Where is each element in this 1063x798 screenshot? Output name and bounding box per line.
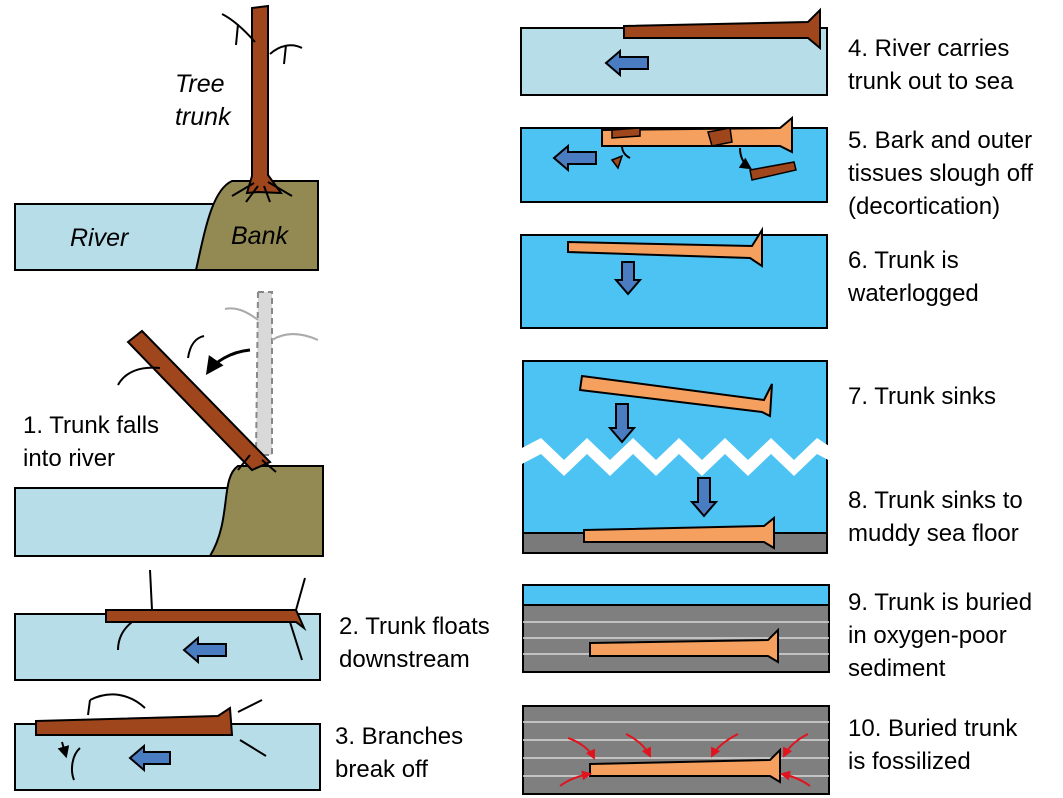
step-7-caption: 7. Trunk sinks — [848, 380, 996, 413]
panel-buried — [522, 584, 830, 673]
wave-break — [518, 438, 832, 476]
settled-trunk — [583, 515, 775, 550]
river-water — [14, 613, 321, 681]
tree-label-line: trunk — [175, 103, 231, 131]
river-water — [520, 27, 828, 96]
panel-fossilized — [522, 705, 830, 795]
caption-line: 1. Trunk falls — [23, 412, 160, 439]
sediment-layers — [523, 721, 829, 777]
caption-line: 10. Buried trunk — [848, 715, 1018, 742]
caption-line: in oxygen-poor — [848, 622, 1007, 649]
panel-waterlogged — [520, 226, 828, 329]
caption-line: (decortication) — [848, 193, 1001, 220]
caption-line: muddy sea floor — [848, 520, 1019, 547]
step-5-caption: 5. Bark and outer tissues slough off (de… — [848, 124, 1033, 223]
flow-arrow — [552, 143, 597, 173]
tree-trunk-label: Tree trunk — [175, 68, 231, 134]
caption-line: break off — [335, 756, 428, 783]
caption-line: 9. Trunk is buried — [848, 589, 1033, 616]
caption-line: tissues slough off — [848, 160, 1034, 187]
sea-water — [522, 584, 830, 606]
caption-line: into river — [23, 445, 116, 472]
sink-arrow-1 — [607, 403, 637, 444]
panel-decortication — [520, 115, 828, 203]
trunk — [623, 7, 821, 51]
caption-line: trunk out to sea — [848, 68, 1014, 95]
river-bank — [194, 180, 319, 271]
step-6-caption: 6. Trunk is waterlogged — [848, 244, 979, 310]
sinking-trunk — [578, 374, 773, 418]
standing-trunk — [245, 4, 284, 195]
caption-line: 6. Trunk is — [848, 247, 959, 274]
panel-trunk-floats — [14, 569, 321, 681]
panel-out-to-sea — [520, 7, 828, 96]
river-bank — [208, 465, 324, 557]
ghost-trunk — [254, 291, 273, 456]
bank-label: Bank — [231, 222, 288, 250]
flow-arrow — [128, 743, 171, 773]
caption-line: 8. Trunk sinks to — [848, 487, 1023, 514]
ghost-branches — [224, 307, 319, 341]
floating-trunk — [105, 609, 307, 632]
caption-line: 3. Branches — [335, 723, 464, 750]
step-1-caption: 1. Trunk falls into river — [23, 409, 159, 475]
caption-line: 4. River carries — [848, 35, 1010, 62]
decorticated-trunk — [601, 115, 793, 154]
caption-line: 7. Trunk sinks — [848, 383, 997, 410]
caption-line: downstream — [339, 646, 470, 673]
bark-fragments — [610, 127, 797, 181]
step-3-caption: 3. Branches break off — [335, 720, 463, 786]
fall-arrow — [205, 348, 251, 375]
break-arrows — [62, 699, 91, 756]
step-8-caption: 8. Trunk sinks to muddy sea floor — [848, 484, 1023, 550]
caption-line: waterlogged — [848, 280, 979, 307]
panel-trunk-falls — [14, 291, 324, 557]
flow-arrow — [182, 635, 227, 665]
fallen-branches — [117, 335, 277, 473]
panel-standing-tree — [14, 4, 319, 271]
panel-branches-break — [14, 693, 321, 791]
sink-arrow — [613, 261, 643, 296]
buried-trunk — [589, 627, 779, 664]
caption-line: sediment — [848, 655, 946, 682]
step-2-caption: 2. Trunk floats downstream — [339, 610, 490, 676]
trunk — [35, 706, 234, 736]
waterlogged-trunk — [567, 226, 763, 268]
panel-sinking — [518, 360, 832, 554]
tree-label-line: Tree — [175, 70, 225, 98]
step-9-caption: 9. Trunk is buried in oxygen-poor sedime… — [848, 586, 1032, 685]
step-10-caption: 10. Buried trunk is fossilized — [848, 712, 1017, 778]
caption-line: 2. Trunk floats — [339, 613, 490, 640]
caption-line: is fossilized — [848, 748, 971, 775]
slough-arrows — [621, 145, 750, 168]
caption-line: 5. Bark and outer — [848, 127, 1033, 154]
sink-arrow-2 — [689, 477, 719, 518]
float-branches — [117, 569, 306, 661]
river-label: River — [70, 224, 129, 252]
step-4-caption: 4. River carries trunk out to sea — [848, 32, 1013, 98]
pressure-arrows — [559, 733, 811, 787]
tree-branches — [221, 13, 303, 65]
flow-arrow — [604, 48, 649, 78]
fallen-trunk — [126, 329, 272, 472]
tree-roots — [231, 181, 293, 203]
